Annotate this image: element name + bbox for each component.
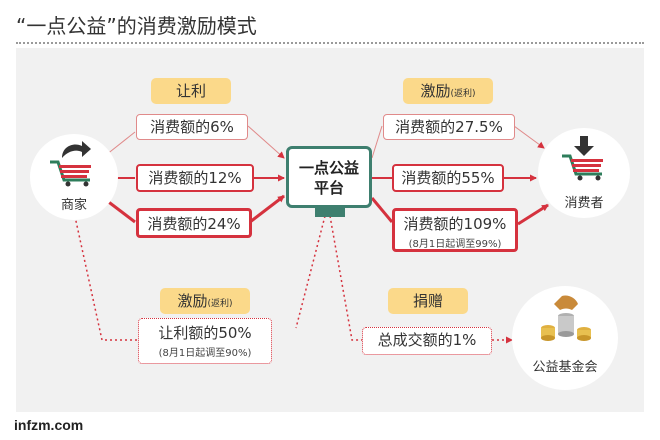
arrow-platform-109 (370, 197, 394, 223)
arrow-24-platform (249, 194, 285, 224)
box-rebate-50pct-note: (8月1日起调至90%) (158, 348, 252, 359)
box-consumer-55pct-text: 消费额的55% (401, 169, 495, 187)
arrow-rebate-merchant (71, 211, 137, 341)
arrow-platform-rebate (295, 215, 326, 329)
foundation-label: 公益基金会 (532, 360, 598, 375)
tag-jili-left: 激励(返利) (160, 288, 250, 314)
tag-jili-right: 激励(返利) (403, 78, 493, 104)
box-consumer-275pct: 消费额的27.5% (383, 114, 515, 140)
box-consumer-109pct: 消费额的109% (8月1日起调至99%) (392, 208, 518, 252)
box-merchant-24pct: 消费额的24% (136, 208, 252, 238)
cart-share-icon (50, 141, 91, 187)
consumer-label: 消费者 (564, 196, 604, 211)
tag-rangli: 让利 (151, 78, 231, 104)
box-merchant-6pct-text: 消费额的6% (150, 118, 234, 136)
cart-download-icon (562, 136, 603, 181)
box-donate-1pct-text: 总成交额的1% (377, 331, 477, 349)
box-merchant-12pct: 消费额的12% (136, 164, 254, 192)
box-consumer-55pct: 消费额的55% (392, 164, 504, 192)
donation-coins-icon (541, 295, 591, 341)
arrow-109-consumer (517, 203, 549, 226)
box-consumer-109pct-text: 消费额的109% (403, 215, 507, 233)
box-merchant-12pct-text: 消费额的12% (148, 169, 242, 187)
platform-label-line1: 一点公益 (298, 159, 359, 177)
platform-node: 一点公益 平台 (286, 146, 372, 208)
box-merchant-6pct: 消费额的6% (136, 114, 248, 140)
platform-stand (315, 207, 345, 217)
arrow-merchant-24 (105, 198, 136, 224)
box-rebate-50pct-text: 让利额的50% (158, 324, 252, 342)
tag-jili-right-text: 激励 (420, 82, 451, 100)
box-consumer-275pct-text: 消费额的27.5% (395, 118, 503, 136)
arrow-6-platform (247, 125, 285, 159)
arrow-275-consumer (513, 125, 545, 149)
tag-juanzeng: 捐赠 (388, 288, 468, 314)
arrow-platform-donate (329, 215, 362, 341)
diagram-title: “一点公益”的消费激励模式 (16, 14, 257, 38)
box-consumer-109pct-note: (8月1日起调至99%) (408, 239, 502, 250)
tag-jili-right-note: (返利) (450, 89, 476, 99)
tag-jili-left-note: (返利) (207, 299, 233, 309)
box-merchant-24pct-text: 消费额的24% (147, 215, 241, 233)
merchant-label: 商家 (60, 198, 87, 213)
arrow-platform-275 (371, 125, 383, 159)
arrow-merchant-6 (105, 131, 136, 156)
box-rebate-50pct: 让利额的50% (8月1日起调至90%) (138, 318, 272, 364)
title-divider (16, 42, 644, 44)
tag-jili-left-text: 激励 (177, 292, 208, 310)
platform-label-line2: 平台 (313, 179, 344, 197)
box-donate-1pct: 总成交额的1% (362, 327, 492, 355)
source-credit: infzm.com (14, 417, 84, 433)
